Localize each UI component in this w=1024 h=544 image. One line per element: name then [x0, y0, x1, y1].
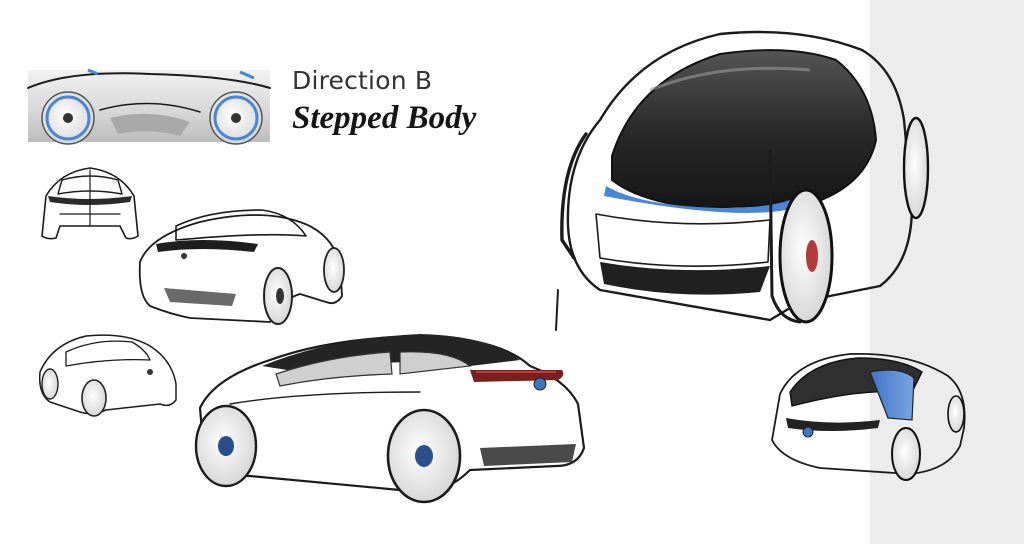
sketch-large-side-rear — [194, 334, 586, 504]
sketch-small-front — [38, 334, 177, 417]
sketch-small-rear — [41, 167, 139, 240]
large-wheel-rear — [386, 408, 462, 504]
sketch-hero-front — [555, 30, 930, 331]
direction-title: Direction B Stepped Body — [292, 66, 476, 138]
direction-label: Direction B — [292, 66, 433, 95]
large-wheel-front — [194, 404, 258, 488]
thumbnail-wheel-front — [41, 91, 95, 145]
thumbnail-side-view — [27, 68, 271, 145]
concept-name: Stepped Body — [292, 100, 477, 136]
sketch-small-rear-blue-roof — [771, 352, 966, 481]
thumbnail-wheel-rear — [209, 91, 263, 145]
sketch-rear-three-quarter — [138, 209, 345, 325]
hero-wheel-rear — [902, 116, 930, 220]
hero-wheel-front — [778, 188, 834, 324]
